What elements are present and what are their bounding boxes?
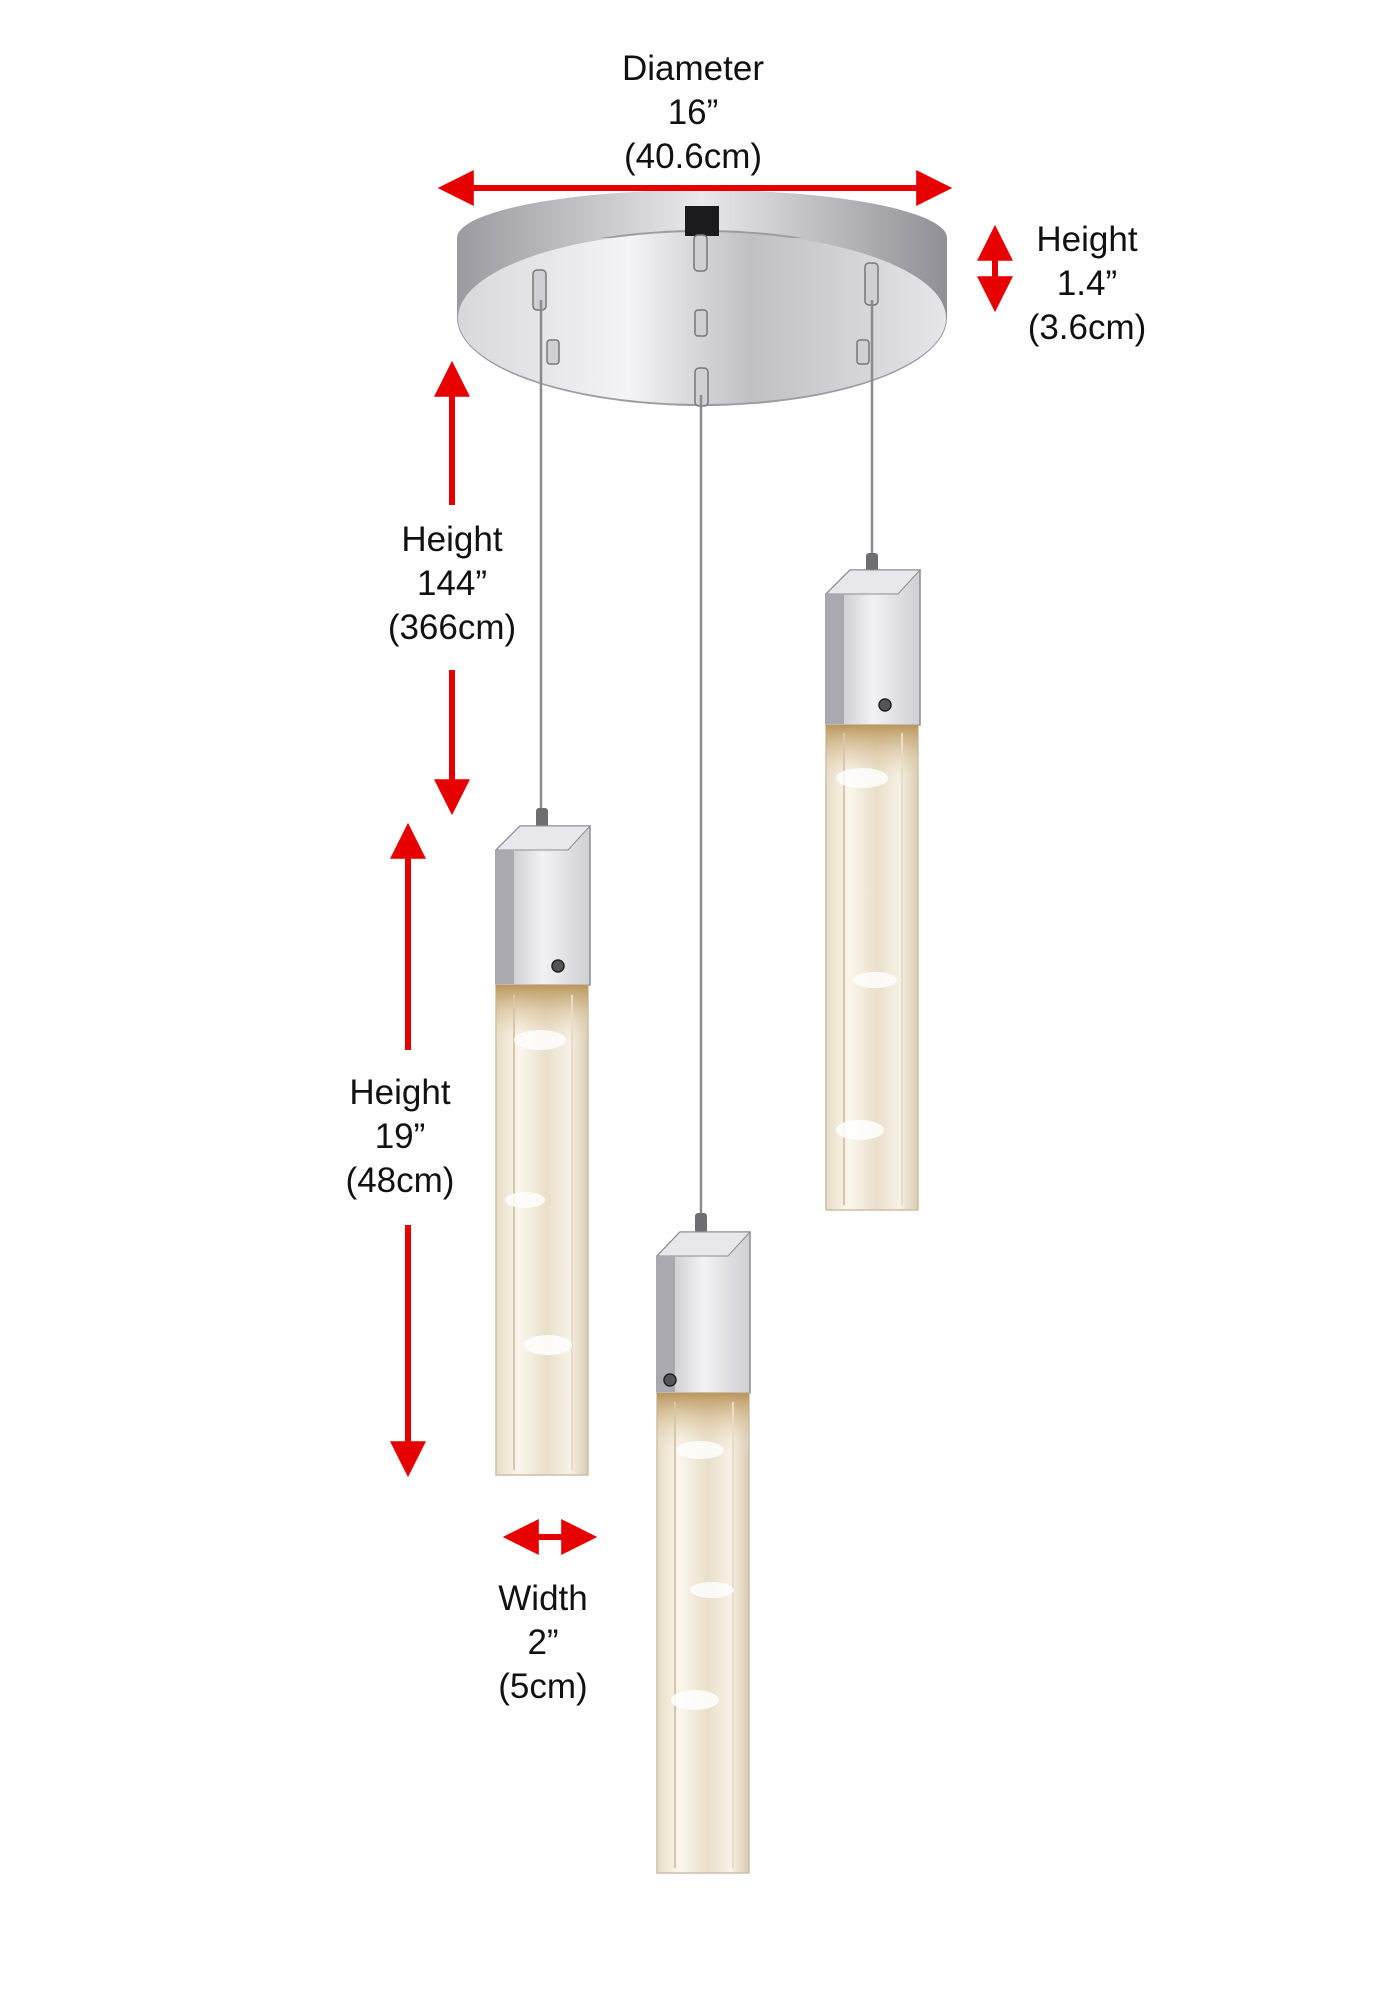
canopy-height-title: Height (1036, 220, 1138, 259)
pendant-width-label: Width 2” (5cm) (498, 1577, 587, 1709)
pendant-left (494, 808, 592, 1476)
diameter-label: Diameter 16” (40.6cm) (622, 47, 764, 179)
pendant-height-title: Height (349, 1073, 451, 1112)
pendant-height-label: Height 19” (48cm) (346, 1071, 455, 1203)
cord-height-inches: 144” (416, 564, 488, 603)
canopy-height-inches: 1.4” (1056, 264, 1118, 303)
cord-height-metric: (366cm) (387, 608, 517, 647)
dimension-arrows (390, 170, 1013, 1555)
cord-height-label: Height 144” (366cm) (388, 518, 516, 650)
diameter-title: Diameter (622, 49, 764, 88)
pendant-height-metric: (48cm) (345, 1161, 455, 1200)
canopy-height-metric: (3.6cm) (1027, 308, 1147, 347)
canopy-mount-block (685, 206, 719, 236)
pendant-center (655, 1213, 752, 1874)
pendant-right (824, 553, 922, 1211)
canopy-height-label: Height 1.4” (3.6cm) (1028, 218, 1147, 350)
suspension-cords (539, 300, 874, 1215)
pendant-height-inches: 19” (374, 1117, 426, 1156)
diameter-inches: 16” (667, 93, 719, 132)
pendant-width-metric: (5cm) (498, 1667, 588, 1706)
cord-height-title: Height (401, 520, 503, 559)
ceiling-canopy (457, 190, 947, 407)
pendant-width-title: Width (498, 1579, 588, 1618)
diameter-metric: (40.6cm) (623, 137, 763, 176)
pendant-width-inches: 2” (527, 1623, 559, 1662)
